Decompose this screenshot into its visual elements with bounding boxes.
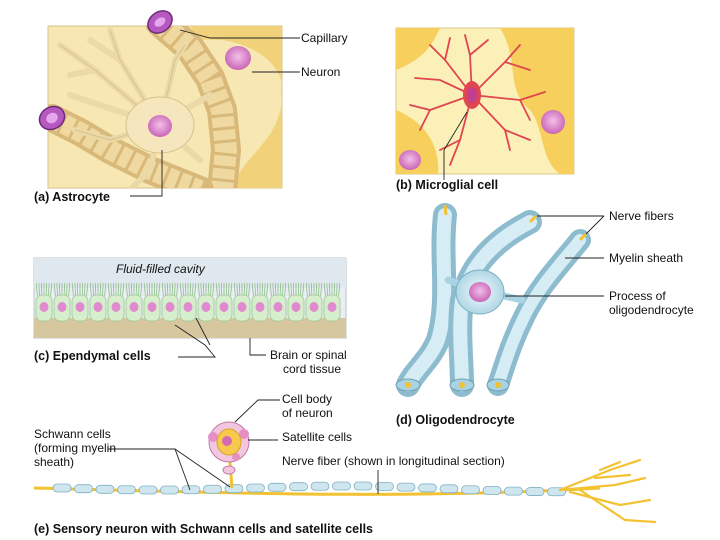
label-neuron: Neuron (301, 65, 340, 79)
schwann-cell (290, 483, 308, 491)
schwann-cell (440, 485, 458, 493)
schwann-cell (333, 482, 351, 490)
schwann-cell (53, 484, 71, 492)
label-fluid-cavity: Fluid-filled cavity (116, 262, 206, 276)
schwann-cell (505, 487, 523, 495)
label-schwann-1: Schwann cells (34, 427, 111, 441)
label-cell-body-1: Cell body (282, 392, 332, 406)
caption-ependymal: (c) Ependymal cells (34, 349, 151, 363)
schwann-cell (354, 482, 372, 490)
label-capillary: Capillary (301, 31, 348, 45)
label-satellite: Satellite cells (282, 430, 352, 444)
schwann-cell (526, 488, 544, 496)
schwann-cell (311, 482, 329, 490)
microglia-panel (396, 28, 574, 180)
label-cell-body-2: of neuron (282, 406, 333, 420)
schwann-cell (419, 484, 437, 492)
astrocyte-nucleus (148, 115, 172, 137)
label-nerve-fiber: Nerve fiber (shown in longitudinal secti… (282, 454, 505, 468)
schwann-cell (204, 485, 222, 493)
label-schwann-2: (forming myelin (34, 441, 116, 455)
axon-terminals (560, 460, 655, 522)
schwann-cell (139, 486, 157, 494)
microglia-nucleus (467, 87, 477, 103)
caption-astrocyte: (a) Astrocyte (34, 190, 110, 204)
neuron-nucleus-a (225, 46, 251, 70)
oligodendrocyte-panel (396, 205, 604, 391)
schwann-cell (161, 486, 179, 494)
oligodendrocyte-nucleus (469, 282, 491, 302)
label-process-2: oligodendrocyte (609, 303, 694, 317)
schwann-cell (247, 484, 265, 492)
astrocyte-panel (35, 6, 300, 196)
label-process-1: Process of (609, 289, 666, 303)
schwann-cell (483, 487, 501, 495)
caption-sensory-neuron: (e) Sensory neuron with Schwann cells an… (34, 522, 373, 536)
caption-oligodendrocyte: (d) Oligodendrocyte (396, 413, 515, 427)
label-tissue-1: Brain or spinal (270, 348, 347, 362)
fiber-cut-ends (396, 379, 509, 391)
schwann-cell (75, 485, 93, 493)
schwann-cell (397, 483, 415, 491)
label-schwann-3: sheath) (34, 455, 74, 469)
label-tissue-2: cord tissue (283, 362, 341, 376)
label-nerve-fibers: Nerve fibers (609, 209, 674, 223)
schwann-cell (182, 486, 200, 494)
schwann-cell (462, 486, 480, 494)
caption-microglia: (b) Microglial cell (396, 178, 498, 192)
label-myelin-sheath: Myelin sheath (609, 251, 683, 265)
schwann-cell (118, 486, 136, 494)
schwann-cell (268, 483, 286, 491)
neuron-nucleus-e (222, 436, 232, 446)
schwann-cell (96, 485, 114, 493)
